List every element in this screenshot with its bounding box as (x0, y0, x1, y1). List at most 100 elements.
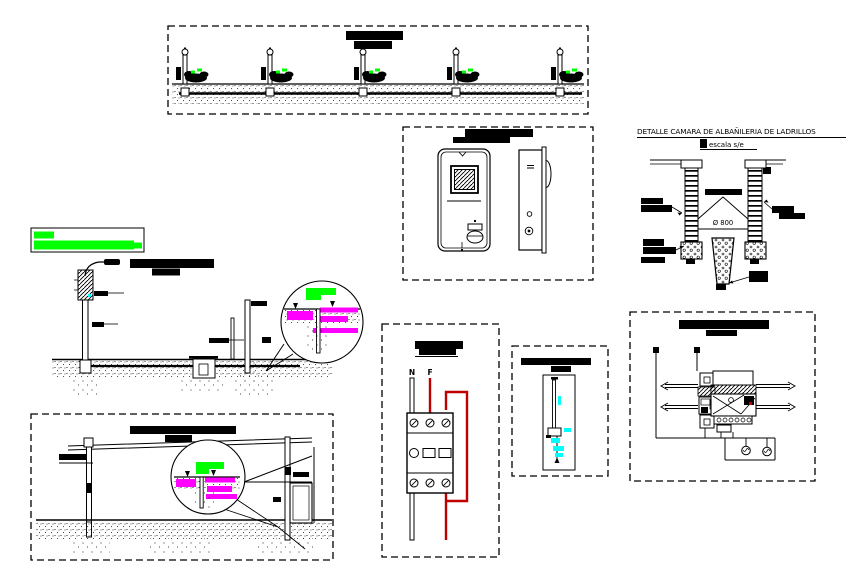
highlight-label (318, 316, 348, 322)
supply-terminal (694, 347, 700, 353)
highlight-label (306, 295, 321, 300)
highlight-label (551, 438, 560, 443)
panel-border (511, 345, 609, 477)
panel-border (381, 323, 500, 558)
wall-hatch-band (710, 384, 757, 395)
footing-right (744, 241, 767, 260)
highlight-label (196, 462, 224, 469)
panel-streetlight-detail (52, 259, 364, 395)
light-pole (74, 259, 120, 374)
detail-balloon (170, 439, 306, 550)
neutral-wire (409, 377, 415, 414)
arrow-marker (330, 301, 335, 307)
panel-border (167, 25, 589, 115)
panel-service-elevation (30, 413, 334, 561)
top-notch (458, 151, 467, 157)
arrow-marker (185, 471, 190, 477)
panel-title-blob (130, 259, 214, 276)
leader-labels (88, 291, 124, 327)
phase-jumper-wire (444, 390, 469, 540)
panel-connection-schematic (629, 311, 816, 482)
panel-breaker-diagram: N F (381, 323, 500, 558)
panel-title-blob (130, 426, 236, 442)
rod-tip (554, 457, 560, 463)
highlight-label (306, 288, 336, 295)
highlight-label (205, 477, 235, 483)
luminaire (104, 259, 120, 265)
highlight-bar (34, 231, 54, 239)
meter-side-view (518, 146, 552, 254)
electrode-rod (552, 379, 556, 429)
energy-meter (710, 370, 757, 433)
footing-left (680, 241, 703, 260)
brick-wall-right (747, 167, 763, 243)
highlight-label (564, 428, 571, 432)
mini-breaker (697, 372, 716, 429)
marker-post (230, 317, 235, 360)
highlight-label (207, 486, 232, 492)
chamber-section: Ø 800 (650, 159, 786, 290)
phase-wire-label: F (427, 368, 432, 377)
mounting-flange (541, 146, 547, 254)
cyan-mark (88, 294, 91, 297)
highlight-label (313, 328, 358, 333)
rod-coupling (547, 427, 562, 437)
chamber-title: DETALLE CAMARA DE ALBAÑILERIA DE LADRILL… (637, 127, 816, 136)
leader-labels (209, 301, 271, 343)
panel-border (30, 413, 334, 561)
lamp-circuit (724, 438, 776, 461)
panel-border (402, 126, 594, 281)
highlight-label (196, 469, 209, 474)
indicator-dot (749, 402, 752, 405)
right-pole-with-box (243, 436, 315, 541)
meter-front-view (437, 148, 491, 252)
meter-output-wires (704, 428, 734, 438)
meter-box-on-pole (289, 482, 313, 524)
panel-title-blob (679, 320, 769, 336)
panel-brick-chamber: DETALLE CAMARA DE ALBAÑILERIA DE LADRILL… (637, 127, 846, 290)
pole-shaft (82, 299, 89, 361)
neutral-wire (409, 492, 415, 541)
buried-junction-box (189, 356, 218, 379)
cable-chevron (697, 196, 749, 220)
leader-labels (59, 454, 93, 464)
gravel-drain-cone (711, 237, 735, 285)
highlight-bar (34, 240, 134, 250)
ground-hatch (36, 521, 332, 539)
leader-labels (641, 198, 805, 284)
supply-terminal (653, 347, 659, 353)
arrow-marker (211, 470, 216, 476)
brick-wall-left (684, 167, 699, 243)
legend-green-box (30, 227, 145, 253)
panel-title-blob (415, 341, 463, 357)
scale-label: escala s/e (709, 141, 744, 149)
panel-title-blob (346, 31, 403, 49)
panel-title-blob (521, 358, 591, 372)
highlight-label (206, 494, 237, 499)
highlight-label (287, 311, 313, 320)
arrow-marker (293, 303, 298, 309)
panel-street-elevation (167, 25, 589, 115)
interior-label-blob (705, 189, 742, 195)
highlight-label (558, 396, 561, 405)
highlight-label (320, 307, 358, 313)
highlight-label (553, 446, 564, 451)
circuit-breaker (406, 412, 454, 494)
chamber-cap (680, 159, 703, 169)
highlight-label (555, 453, 563, 457)
scale-bullet (700, 139, 707, 148)
pole-foundation (79, 359, 92, 374)
bracket-arm (243, 455, 313, 483)
panel-meter-box-views (402, 126, 594, 281)
lock (461, 220, 484, 251)
supply-wires (655, 353, 698, 438)
highlight-bar (134, 242, 142, 249)
neutral-wire-label: N (409, 368, 415, 377)
balloon-tail (223, 498, 306, 550)
diameter-dimension: Ø 800 (713, 219, 733, 227)
wall-section-lines (660, 381, 796, 412)
detail-balloon (265, 280, 364, 372)
balloon-tail (265, 343, 294, 372)
